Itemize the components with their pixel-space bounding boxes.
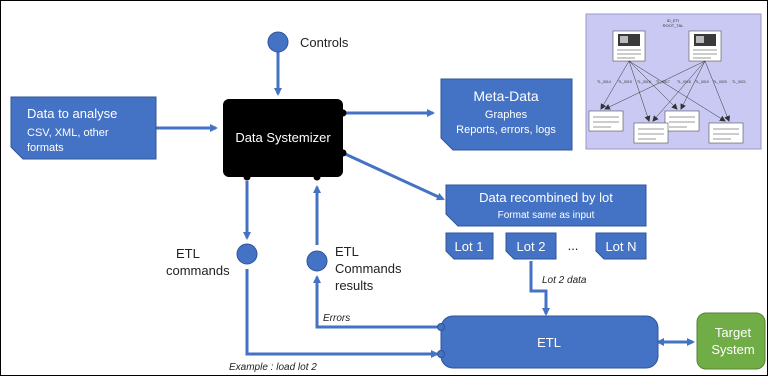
svg-text:TL_0014: TL_0014	[597, 80, 611, 84]
arrow-etl-errors	[313, 275, 441, 329]
input-line1: CSV, XML, other	[27, 127, 109, 139]
example-label: Example : load lot 2	[229, 362, 317, 373]
etl-results-node	[306, 250, 328, 272]
meta-line1: Graphes	[485, 109, 528, 121]
etl-commands-node	[236, 243, 258, 265]
graph-thumbnail: ID_ETI ROOT_TAL TL_0014 TL_0015	[585, 13, 762, 150]
etl-results-label-1: ETL	[335, 244, 359, 259]
svg-text:TL_0018: TL_0018	[677, 80, 691, 84]
meta-line2: Reports, errors, logs	[456, 124, 556, 136]
etl-box: ETL	[437, 315, 659, 369]
recombined-title: Data recombined by lot	[479, 190, 613, 205]
etl-results-label-2: Commands	[335, 261, 402, 276]
svg-text:TL_0015: TL_0015	[618, 80, 632, 84]
target-system-box: Target System	[696, 312, 766, 370]
svg-text:TL_0020: TL_0020	[713, 80, 727, 84]
svg-text:ROOT_TAL: ROOT_TAL	[663, 23, 685, 28]
etl-label: ETL	[537, 335, 561, 350]
target-label-2: System	[711, 342, 754, 357]
input-line2: formats	[27, 142, 64, 154]
input-data-box: Data to analyse CSV, XML, other formats	[10, 96, 157, 160]
etl-commands-label-2: commands	[166, 263, 230, 278]
svg-text:TL_0019: TL_0019	[695, 80, 709, 84]
errors-label: Errors	[323, 313, 350, 324]
arrow-systemizer-recombined	[342, 151, 445, 201]
recombined-box: Data recombined by lot Format same as in…	[445, 184, 647, 227]
svg-text:TL_0016: TL_0016	[637, 80, 651, 84]
lot-ellipsis: ...	[568, 238, 579, 253]
lot-1-label: Lot 1	[455, 239, 484, 254]
lot-2-label: Lot 2	[517, 239, 546, 254]
etl-commands-label-1: ETL	[176, 246, 200, 261]
systemizer-box: Data Systemizer	[223, 99, 347, 181]
systemizer-label: Data Systemizer	[235, 130, 331, 145]
meta-data-box: Meta-Data Graphes Reports, errors, logs	[440, 78, 573, 151]
svg-text:TL_0021: TL_0021	[732, 80, 746, 84]
lot2-data-label: Lot 2 data	[542, 275, 587, 286]
etl-results-label-3: results	[335, 278, 374, 293]
svg-text:ID_ETI: ID_ETI	[667, 18, 679, 23]
connectors	[156, 51, 695, 358]
arrow-etl-commands-etl	[245, 269, 439, 358]
lot-n: Lot N	[595, 232, 647, 260]
controls-label: Controls	[300, 35, 349, 50]
recombined-subtitle: Format same as input	[498, 210, 595, 221]
lot-1: Lot 1	[445, 232, 494, 260]
lot-2: Lot 2	[505, 232, 557, 260]
arrow-lot2-etl	[529, 261, 550, 316]
svg-text:TL_0017: TL_0017	[656, 80, 670, 84]
controls-node	[267, 31, 289, 53]
input-title: Data to analyse	[27, 106, 117, 121]
target-label-1: Target	[715, 325, 752, 340]
lot-n-label: Lot N	[605, 239, 636, 254]
meta-title: Meta-Data	[473, 88, 539, 104]
